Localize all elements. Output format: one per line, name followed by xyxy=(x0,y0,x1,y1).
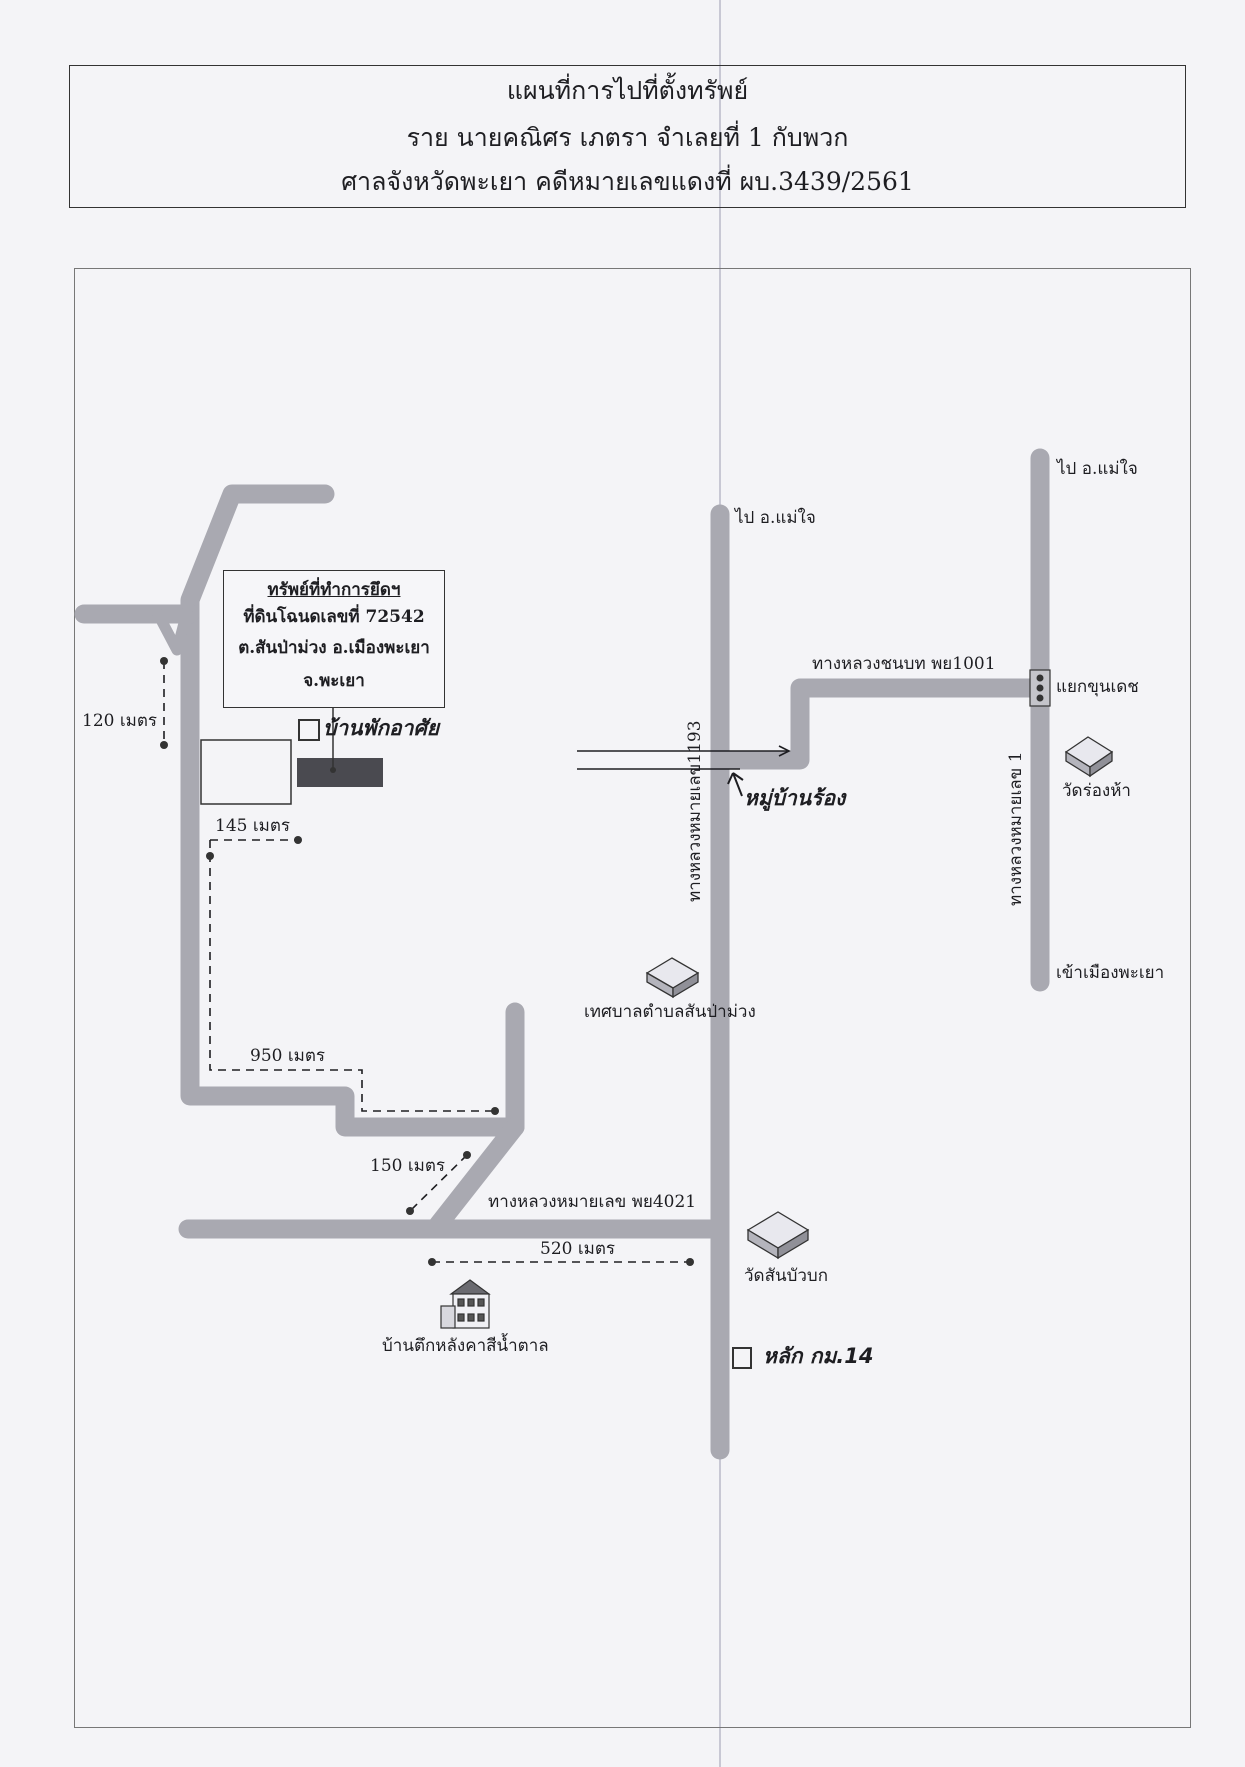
village-pointer-arrow xyxy=(727,772,744,797)
traffic-light-lamp-bottom xyxy=(1036,694,1044,702)
label-distance-950: 950 เมตร xyxy=(250,1046,326,1066)
label-km-marker-handwritten: หลัก กม.14 xyxy=(763,1344,874,1368)
label-hwy-4021: ทางหลวงหมายเลข พย4021 xyxy=(488,1192,697,1212)
property-pointer-dot xyxy=(330,767,336,773)
label-to-phayao: เข้าเมืองพะเยา xyxy=(1056,963,1165,983)
label-distance-145: 145 เมตร xyxy=(215,816,291,836)
label-junction: แยกขุนเดช xyxy=(1056,677,1139,697)
road-west-fork xyxy=(152,594,196,656)
property-province: จ.พะเยา xyxy=(303,671,365,691)
label-neighbor-house-handwritten: บ้านพักอาศัย xyxy=(323,716,440,740)
rail-arrowhead xyxy=(778,745,791,757)
dist-point xyxy=(428,1258,436,1266)
road-west-north-bend xyxy=(180,484,525,1137)
dist-point xyxy=(406,1207,414,1215)
dist-point xyxy=(463,1151,471,1159)
label-village-handwritten: หมู่บ้านร้อง xyxy=(744,786,846,810)
label-distance-520: 520 เมตร xyxy=(540,1239,616,1259)
land-deed-number: ที่ดินโฉนดเลขที่ 72542 xyxy=(243,607,425,627)
label-hwy-1193: ทางหลวงหมายเลข1193 xyxy=(685,720,705,902)
km-marker-icon xyxy=(732,1347,752,1369)
label-distance-120: 120 เมตร xyxy=(82,711,158,731)
wat-rong-ha-icon xyxy=(1064,736,1114,778)
court-case-number: ศาลจังหวัดพะเยา คดีหมายเลขแดงที่ ผบ.3439… xyxy=(341,167,914,196)
property-parcel xyxy=(297,758,383,787)
label-to-maechai-west: ไป อ.แม่ใจ xyxy=(735,508,816,528)
road-rural-1001 xyxy=(710,678,1050,770)
property-location: ต.สันป่าม่วง อ.เมืองพะเยา xyxy=(238,638,430,658)
label-municipality: เทศบาลตำบลสันป่าม่วง xyxy=(584,1002,756,1022)
seized-property-box: ทรัพย์ที่ทำการยึดฯ ที่ดินโฉนดเลขที่ 7254… xyxy=(223,570,445,708)
dist-point xyxy=(294,836,302,844)
dist-point xyxy=(160,741,168,749)
map-title: แผนที่การไปที่ตั้งทรัพย์ xyxy=(506,76,749,105)
dist-point xyxy=(160,657,168,665)
neighbor-house-icon xyxy=(298,719,320,741)
label-wat-san-bua-bok: วัดสันบัวบก xyxy=(744,1266,829,1286)
label-hwy-1: ทางหลวงหมายเลข 1 xyxy=(1006,751,1026,906)
traffic-light-lamp-top xyxy=(1036,674,1044,682)
case-owner: ราย นายคณิศร เภตรา จำเลยที่ 1 กับพวก xyxy=(406,123,849,152)
map-frame xyxy=(74,268,1191,1728)
label-to-maechai-east: ไป อ.แม่ใจ xyxy=(1057,459,1138,479)
label-rural-1001: ทางหลวงชนบท พย1001 xyxy=(812,654,996,674)
label-brown-roof-house: บ้านตึกหลังคาสีน้ำตาล xyxy=(382,1336,549,1356)
neighbor-parcel xyxy=(200,739,292,805)
dist-point xyxy=(491,1107,499,1115)
label-distance-150: 150 เมตร xyxy=(370,1156,446,1176)
seized-property-title: ทรัพย์ที่ทำการยึดฯ xyxy=(267,580,401,600)
traffic-light-lamp-mid xyxy=(1036,684,1044,692)
label-wat-rong-ha: วัดร่องห้า xyxy=(1062,781,1131,801)
dist-point xyxy=(206,852,214,860)
municipality-icon xyxy=(645,957,700,999)
title-box: แผนที่การไปที่ตั้งทรัพย์ ราย นายคณิศร เภ… xyxy=(69,65,1186,208)
road-diagonal-4021 xyxy=(428,1117,525,1235)
wat-san-bua-bok-icon xyxy=(746,1211,810,1260)
dist-point xyxy=(686,1258,694,1266)
brown-roof-house-icon xyxy=(440,1279,491,1329)
distance-line-950 xyxy=(209,840,495,1112)
